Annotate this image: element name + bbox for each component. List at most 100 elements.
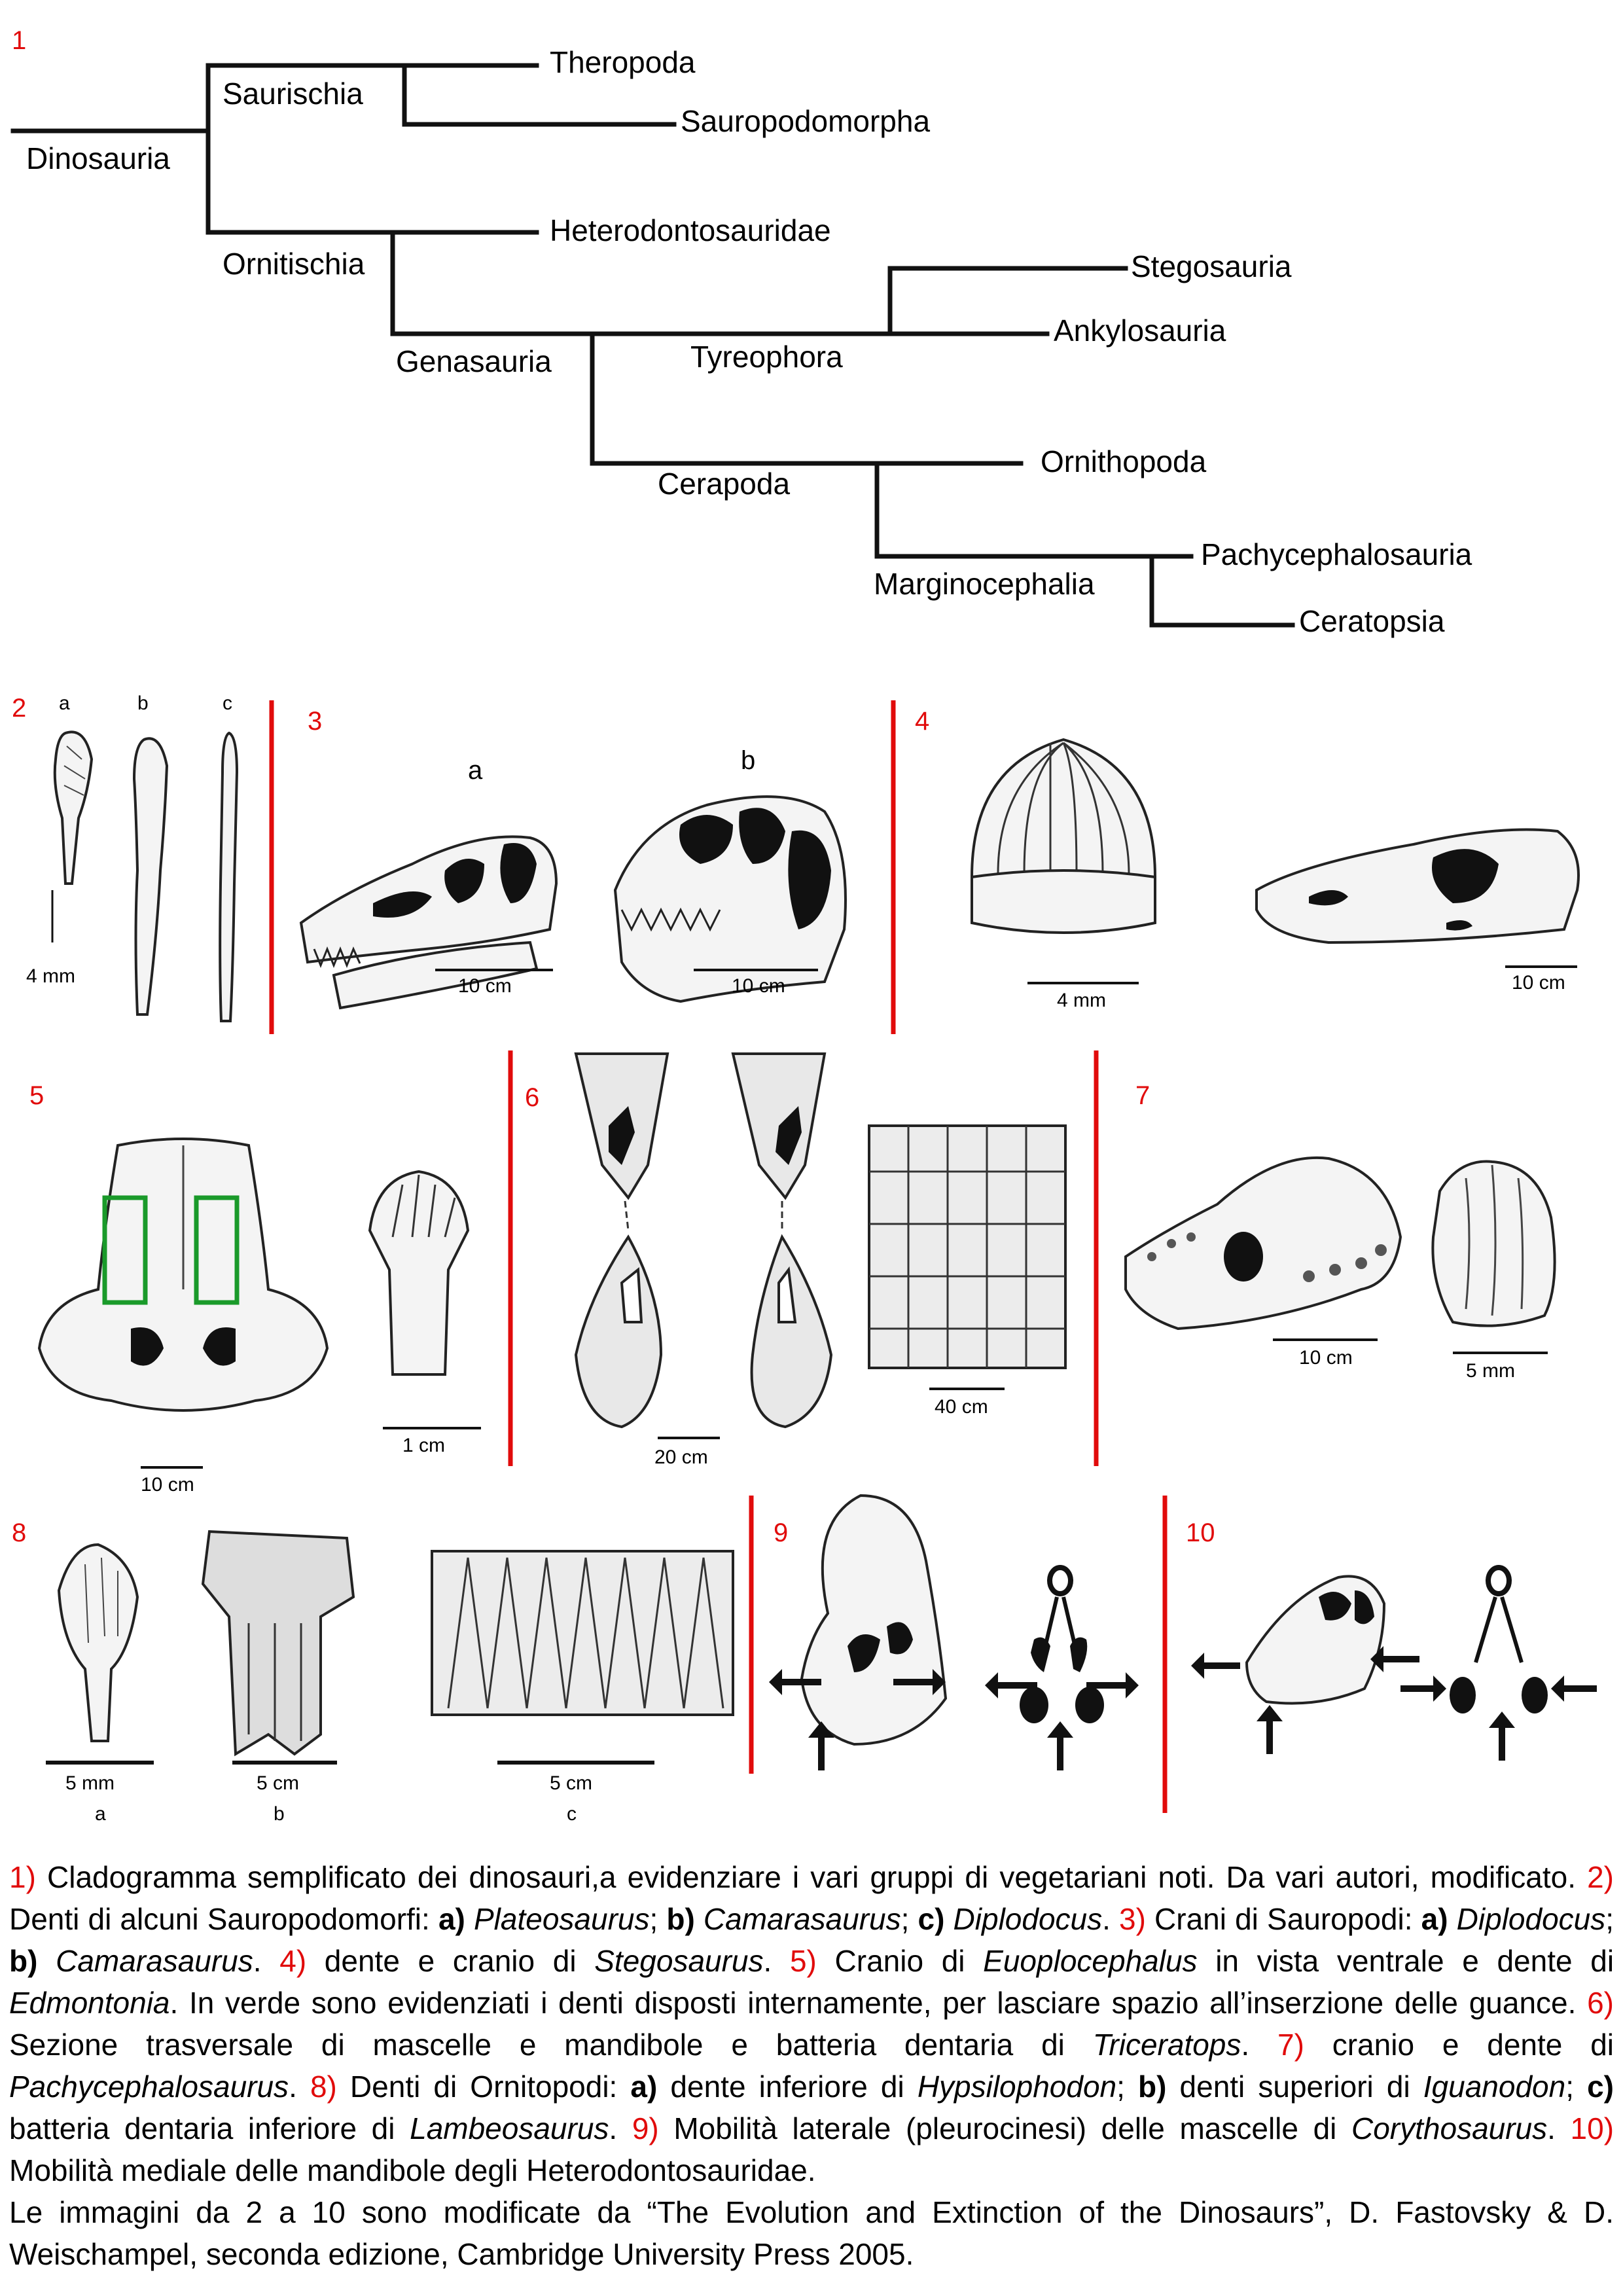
fig5-edmontonia-tooth (368, 1170, 470, 1376)
caption-text-6: Sezione trasversale di mascelle e mandib… (9, 2028, 1093, 2062)
fig7-skull-scale-bar (1273, 1338, 1378, 1341)
caption-taxon-stegosaurus: Stegosaurus (594, 1944, 764, 1978)
taxon-sauropodomorpha: Sauropodomorpha (681, 104, 931, 138)
figure-caption: 1) Cladogramma semplificato dei dinosaur… (9, 1856, 1614, 2275)
caption-text-8d: batteria dentaria inferiore di (9, 2111, 410, 2145)
row2-dividers (508, 1050, 1099, 1466)
caption-text-4: dente e cranio di (306, 1944, 595, 1978)
caption-taxon-corythosaurus: Corythosaurus (1351, 2111, 1548, 2145)
fig7-pachycephalosaurus-tooth (1431, 1160, 1556, 1327)
fig3-label-a: a (468, 756, 483, 785)
panel-number-2: 2 (12, 694, 27, 723)
caption-ref-9: 9) (632, 2111, 659, 2145)
panel-number-7: 7 (1135, 1081, 1150, 1110)
caption-ref-6: 6) (1587, 1986, 1614, 2020)
caption-bold-2b: b) (666, 1902, 695, 1936)
caption-taxon-hypsilophodon: Hypsilophodon (917, 2070, 1117, 2104)
panel-number-10: 10 (1186, 1518, 1215, 1547)
fig3a-scale-bar (435, 969, 553, 971)
caption-text-2: Denti di alcuni Sauropodomorfi: (9, 1902, 438, 1936)
fig2-sauropodomorph-teeth (51, 730, 239, 1022)
fig8c-lambeosaurus-dental-battery (431, 1550, 734, 1716)
panel-number-5: 5 (29, 1081, 45, 1110)
caption-bold-3b: b) (9, 1944, 38, 1978)
fig6-battery-scale-bar (929, 1388, 1005, 1390)
caption-taxon-triceratops: Triceratops (1092, 2028, 1241, 2062)
fig2-label-a: a (59, 692, 70, 714)
fig6-triceratops-jaw-sections (574, 1052, 833, 1429)
taxon-pachycephalosauria: Pachycephalosauria (1201, 537, 1472, 571)
caption-taxon-camarasaurus: Camarasaurus (703, 1902, 901, 1936)
caption-taxon-lambeosaurus: Lambeosaurus (410, 2111, 609, 2145)
fig3b-scale-label: 10 cm (732, 975, 785, 997)
caption-bold-8c: c) (1587, 2070, 1614, 2104)
fig8a-hypsilophodon-tooth (57, 1543, 139, 1742)
panel-number-3: 3 (308, 707, 323, 736)
caption-taxon-edmontonia: Edmontonia (9, 1986, 170, 2020)
caption-ref-2: 2) (1587, 1860, 1614, 1894)
caption-ref-10: 10) (1570, 2111, 1614, 2145)
taxon-ankylosauria: Ankylosauria (1054, 314, 1226, 348)
caption-bold-2a: a) (438, 1902, 465, 1936)
caption-taxon-camarasaurus-3: Camarasaurus (56, 1944, 253, 1978)
fig8-label-b: b (274, 1803, 285, 1825)
fig4-tooth-scale-label: 4 mm (1057, 990, 1106, 1011)
clade-ornitischia: Ornitischia (223, 247, 365, 281)
clade-tyreophora: Tyreophora (690, 340, 843, 374)
fig8a-scale-bar (46, 1761, 154, 1765)
caption-text-5a: Cranio di (816, 1944, 984, 1978)
fig7-tooth-scale-bar (1453, 1352, 1548, 1354)
fig9-corythosaurus-skull-pleurokinesis (769, 1494, 1139, 1770)
caption-text-3: Crani di Sauropodi: (1145, 1902, 1421, 1936)
caption-text-8a: Denti di Ornitopodi: (336, 2070, 631, 2104)
fig7-pachycephalosaurus-skull (1124, 1156, 1402, 1331)
caption-paragraph: 1) Cladogramma semplificato dei dinosaur… (9, 1860, 1614, 2187)
caption-text-5c: . In verde sono evidenziati i denti disp… (169, 1986, 1588, 2020)
fig8-label-c: c (567, 1803, 577, 1825)
caption-text-10: Mobilità mediale delle mandibole degli H… (9, 2153, 816, 2187)
taxon-stegosauria: Stegosauria (1131, 249, 1292, 283)
taxon-theropoda: Theropoda (550, 45, 696, 79)
caption-text-8c: denti superiori di (1166, 2070, 1423, 2104)
caption-ref-3: 3) (1119, 1902, 1146, 1936)
row3-dividers (749, 1496, 1168, 1813)
caption-bold-3a: a) (1421, 1902, 1448, 1936)
caption-text-9: Mobilità laterale (pleurocinesi) delle m… (658, 2111, 1351, 2145)
fig3b-scale-bar (694, 969, 818, 971)
fig4-tooth-scale-bar (1027, 982, 1139, 984)
fig4-stegosaurus-skull (1255, 828, 1580, 944)
caption-ref-5: 5) (789, 1944, 817, 1978)
panel-number-6: 6 (525, 1083, 540, 1112)
fig5-skull-scale-label: 10 cm (141, 1474, 194, 1496)
caption-bold-2c: c) (918, 1902, 945, 1936)
fig5-skull-scale-bar (141, 1466, 203, 1469)
fig8c-scale-label: 5 cm (550, 1772, 593, 1794)
fig2-label-b: b (137, 692, 149, 714)
fig7-skull-scale-label: 10 cm (1299, 1347, 1353, 1369)
caption-ref-8: 8) (310, 2070, 337, 2104)
caption-text-8b: dente inferiore di (657, 2070, 918, 2104)
caption-ref-1: 1) (9, 1860, 36, 1894)
fig8b-scale-label: 5 cm (257, 1772, 300, 1794)
cladogram-lines (10, 63, 1295, 628)
caption-taxon-euoplocephalus: Euoplocephalus (983, 1944, 1198, 1978)
fig4-skull-scale-label: 10 cm (1512, 972, 1565, 994)
fig5-tooth-scale-bar (383, 1427, 481, 1429)
caption-taxon-plateosaurus: Plateosaurus (473, 1902, 650, 1936)
caption-source: Le immagini da 2 a 10 sono modificate da… (9, 2195, 1614, 2271)
caption-bold-8a: a) (630, 2070, 658, 2104)
panel-number-4: 4 (915, 707, 930, 736)
fig2-label-c: c (223, 692, 232, 714)
fig7-tooth-scale-label: 5 mm (1466, 1360, 1515, 1382)
fig5-euoplocephalus-skull-ventral (37, 1138, 329, 1412)
caption-taxon-pachycephalosaurus: Pachycephalosaurus (9, 2070, 289, 2104)
taxon-ceratopsia: Ceratopsia (1299, 604, 1445, 638)
fig6-battery-scale-label: 40 cm (935, 1396, 988, 1418)
clade-marginocephalia: Marginocephalia (874, 567, 1095, 601)
taxon-heterodontosauridae: Heterodontosauridae (550, 213, 831, 247)
fig2-scale-label: 4 mm (26, 965, 75, 987)
caption-ref-4: 4) (279, 1944, 307, 1978)
fig6-section-scale-bar (658, 1437, 720, 1439)
panel-number-1: 1 (12, 26, 27, 55)
fig3a-scale-label: 10 cm (458, 975, 512, 997)
